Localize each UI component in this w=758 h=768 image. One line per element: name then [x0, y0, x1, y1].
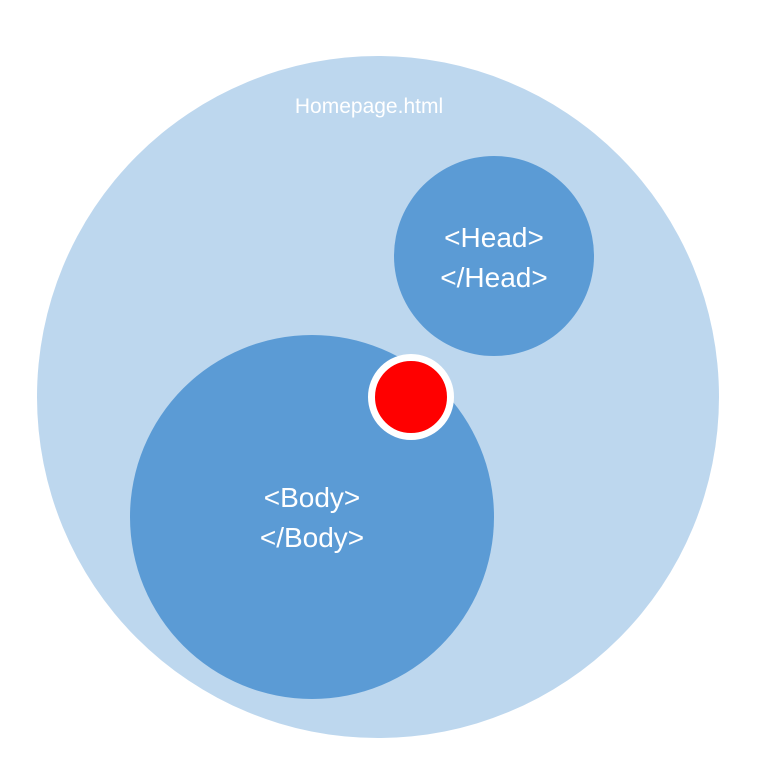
body-close-tag: </Body>	[259, 522, 365, 553]
head-open-tag: <Head>	[444, 222, 544, 253]
body-label: <Body> </Body>	[130, 478, 494, 558]
head-label: <Head> </Head>	[394, 218, 594, 298]
body-open-tag: <Body>	[263, 482, 361, 513]
red-marker-dot[interactable]	[368, 354, 454, 440]
homepage-label: Homepage.html	[294, 95, 444, 118]
head-circle	[394, 156, 594, 356]
head-close-tag: </Head>	[440, 262, 548, 293]
